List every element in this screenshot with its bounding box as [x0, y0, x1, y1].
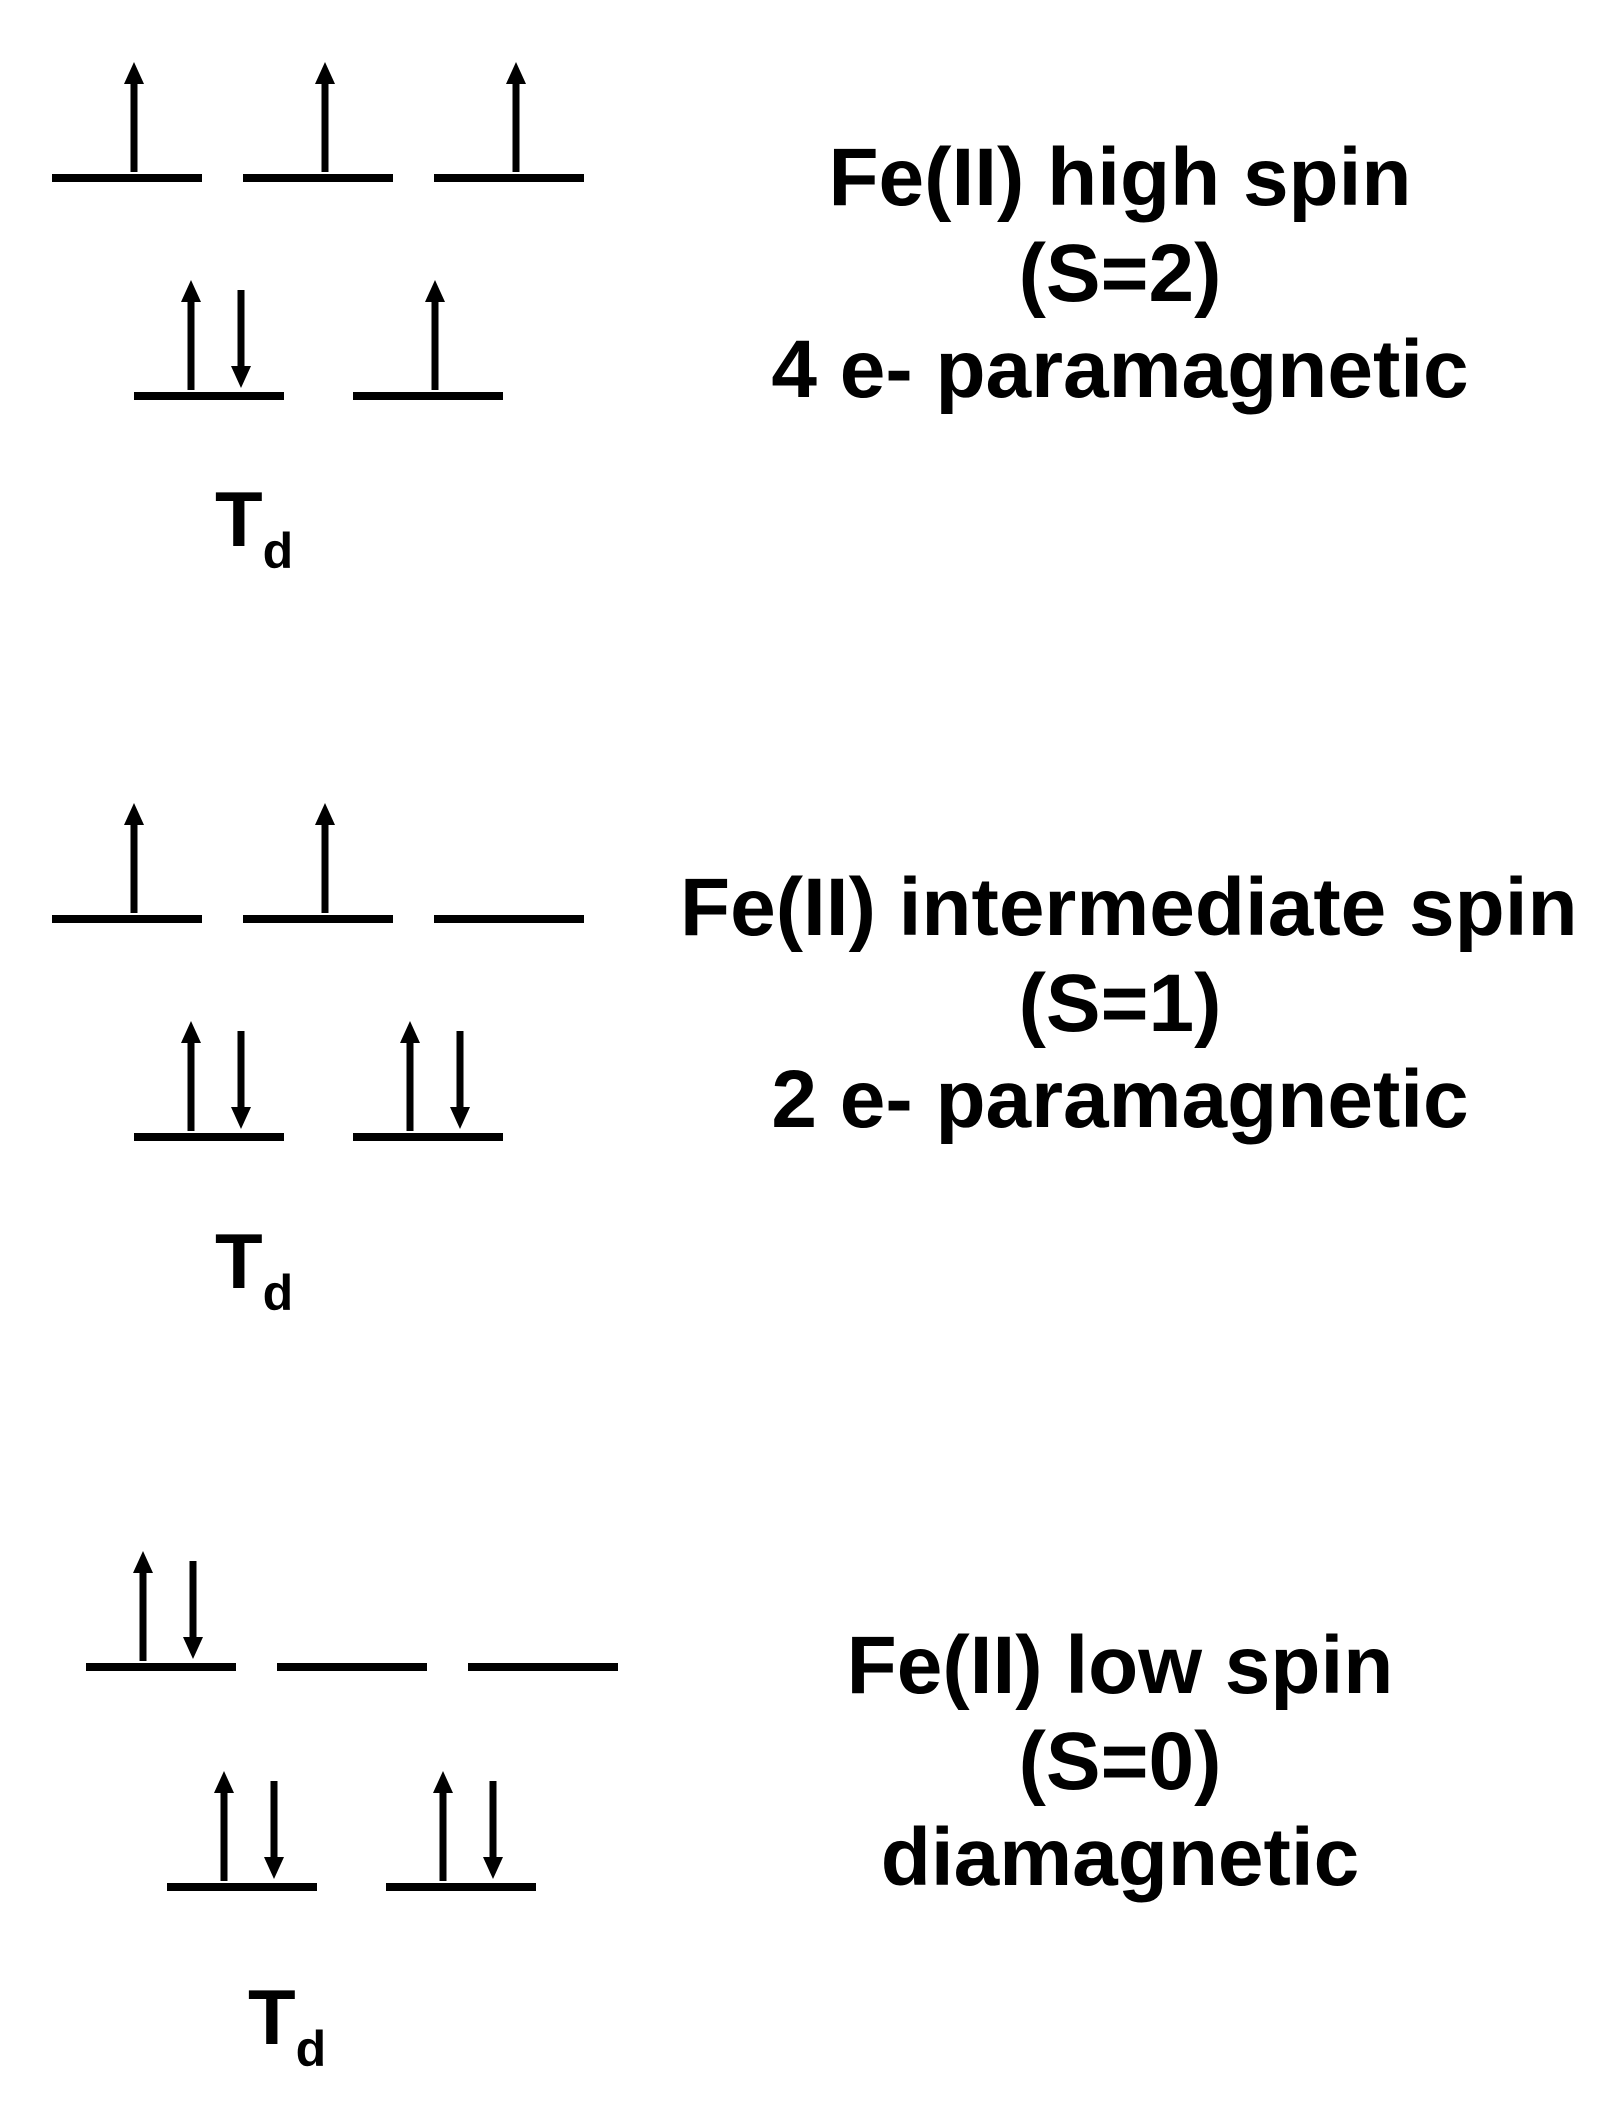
intermediate-spin-description: 2 e- paramagnetic	[771, 1054, 1469, 1145]
high-spin-lower-orbital-2-spin-up-arrow-head	[425, 280, 445, 302]
high-spin-upper-orbital-1-spin-up-arrow-head	[124, 62, 144, 84]
low-spin-s-value: (S=0)	[1018, 1716, 1222, 1807]
intermediate-spin-s-value: (S=1)	[1018, 958, 1222, 1049]
high-spin-description: 4 e- paramagnetic	[771, 324, 1469, 415]
low-spin-lower-orbital-1-spin-up-arrow-head	[214, 1771, 234, 1793]
low-spin-label: Fe(II) low spin (S=0) diamagnetic	[740, 1618, 1500, 1906]
intermediate-spin-lower-orbital-1-spin-down-arrow-head	[231, 1107, 251, 1129]
high-spin-upper-orbital-3-spin-up-arrow-head	[506, 62, 526, 84]
high-spin-upper-orbital-2-spin-up-arrow-head	[315, 62, 335, 84]
symmetry-letter: T	[215, 475, 263, 563]
high-spin-label: Fe(II) high spin (S=2) 4 e- paramagnetic	[740, 130, 1500, 418]
high-spin-lower-orbital-1-spin-down-arrow-head	[231, 366, 251, 388]
high-spin-s-value: (S=2)	[1018, 228, 1222, 319]
low-spin-title: Fe(II) low spin	[846, 1620, 1394, 1711]
low-spin-lower-orbital-2-spin-down-arrow-head	[483, 1857, 503, 1879]
low-spin-lower-orbital-1-spin-down-arrow-head	[264, 1857, 284, 1879]
intermediate-spin-lower-orbital-1-spin-up-arrow-head	[181, 1021, 201, 1043]
intermediate-spin-title: Fe(II) intermediate spin	[680, 862, 1578, 953]
intermediate-spin-label: Fe(II) intermediate spin (S=1) 2 e- para…	[680, 860, 1578, 1148]
low-spin-symmetry-label: Td	[248, 1978, 326, 2074]
high-spin-symmetry-label: Td	[215, 480, 293, 576]
symmetry-subscript: d	[262, 523, 294, 579]
high-spin-lower-orbital-1-spin-up-arrow-head	[181, 280, 201, 302]
symmetry-letter: T	[215, 1217, 263, 1305]
high-spin-title: Fe(II) high spin	[828, 132, 1412, 223]
intermediate-spin-lower-orbital-2-spin-up-arrow-head	[400, 1021, 420, 1043]
low-spin-lower-orbital-2-spin-up-arrow-head	[433, 1771, 453, 1793]
symmetry-subscript: d	[262, 1265, 294, 1321]
intermediate-spin-symmetry-label: Td	[215, 1222, 293, 1318]
low-spin-upper-orbital-1-spin-up-arrow-head	[133, 1551, 153, 1573]
low-spin-upper-orbital-1-spin-down-arrow-head	[183, 1637, 203, 1659]
low-spin-description: diamagnetic	[880, 1812, 1360, 1903]
intermediate-spin-upper-orbital-2-spin-up-arrow-head	[315, 803, 335, 825]
symmetry-letter: T	[248, 1973, 296, 2061]
intermediate-spin-upper-orbital-1-spin-up-arrow-head	[124, 803, 144, 825]
symmetry-subscript: d	[295, 2021, 327, 2077]
intermediate-spin-lower-orbital-2-spin-down-arrow-head	[450, 1107, 470, 1129]
